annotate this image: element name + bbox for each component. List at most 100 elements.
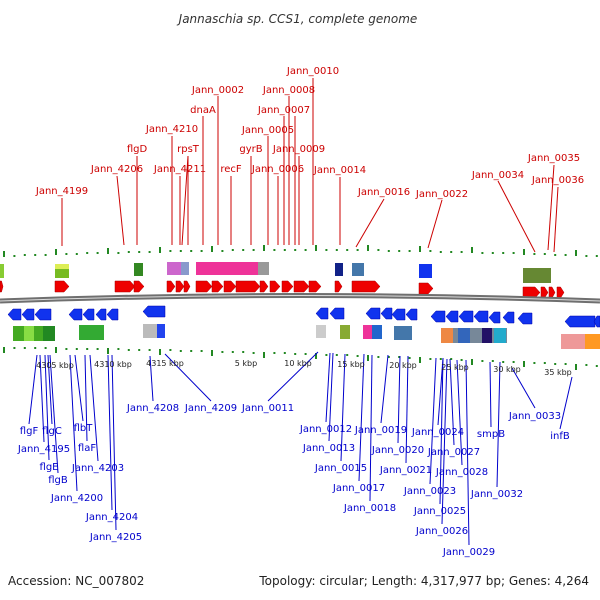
gene-label[interactable]: flgE xyxy=(40,462,59,473)
gene-label[interactable]: Jann_0024 xyxy=(411,427,464,438)
gene-label[interactable]: Jann_0008 xyxy=(262,85,315,96)
gene-label[interactable]: Jann_4204 xyxy=(85,512,138,523)
gene-label[interactable]: Jann_0007 xyxy=(257,105,310,116)
tick-mark xyxy=(252,352,255,354)
gene-label[interactable]: flgD xyxy=(127,144,148,155)
feature-box[interactable] xyxy=(196,262,258,275)
feature-box[interactable] xyxy=(0,264,4,278)
gene-arrow xyxy=(281,280,294,293)
gene-label[interactable]: rpsT xyxy=(177,144,200,155)
connector-line xyxy=(496,361,501,488)
gene-label[interactable]: recF xyxy=(220,164,242,175)
tick-mark xyxy=(23,347,26,349)
gene-arrow xyxy=(293,280,310,293)
gene-arrow xyxy=(556,286,565,299)
feature-box[interactable] xyxy=(43,326,55,341)
gene-label[interactable]: Jann_0036 xyxy=(531,175,584,186)
connector-line xyxy=(559,376,573,430)
tick-mark xyxy=(564,254,567,256)
feature-box[interactable] xyxy=(523,268,551,283)
gene-label[interactable]: Jann_0029 xyxy=(442,547,495,558)
gene-label[interactable]: Jann_4199 xyxy=(35,186,88,197)
feature-box[interactable] xyxy=(79,325,104,340)
gene-label[interactable]: Jann_0013 xyxy=(302,443,355,454)
gene-label[interactable]: Jann_0021 xyxy=(379,465,432,476)
gene-label[interactable]: Jann_4200 xyxy=(50,493,103,504)
feature-box[interactable] xyxy=(585,334,600,349)
feature-box[interactable] xyxy=(258,262,269,275)
gene-label[interactable]: infB xyxy=(550,431,570,442)
gene-label[interactable]: Jann_4211 xyxy=(153,164,206,175)
tick-mark xyxy=(65,348,68,350)
gene-arrow xyxy=(315,307,329,320)
tick-mark xyxy=(512,361,515,363)
gene-label[interactable]: Jann_0033 xyxy=(508,411,561,422)
gene-label[interactable]: Jann_0012 xyxy=(299,424,352,435)
gene-label[interactable]: Jann_0006 xyxy=(251,164,304,175)
feature-box[interactable] xyxy=(394,326,412,340)
gene-label[interactable]: flgF xyxy=(20,426,39,437)
feature-box[interactable] xyxy=(494,328,506,343)
tick-mark xyxy=(127,349,130,351)
gene-label[interactable]: Jann_4203 xyxy=(71,463,124,474)
gene-label[interactable]: flgC xyxy=(42,426,62,437)
feature-box[interactable] xyxy=(316,325,326,338)
gene-label[interactable]: Jann_0019 xyxy=(354,425,407,436)
tick-mark xyxy=(44,254,47,256)
feature-box[interactable] xyxy=(335,263,343,276)
gene-label[interactable]: Jann_4205 xyxy=(89,532,142,543)
gene-label[interactable]: gyrB xyxy=(239,144,262,155)
gene-label[interactable]: Jann_0015 xyxy=(314,463,367,474)
gene-label[interactable]: Jann_0018 xyxy=(343,503,396,514)
tick-mark xyxy=(408,357,411,359)
connector-line xyxy=(427,199,443,249)
gene-label[interactable]: dnaA xyxy=(190,105,216,116)
feature-box[interactable] xyxy=(419,264,432,278)
gene-label[interactable]: Jann_4206 xyxy=(90,164,143,175)
gene-label[interactable]: Jann_0002 xyxy=(191,85,244,96)
gene-label[interactable]: Jann_0022 xyxy=(415,189,468,200)
feature-box[interactable] xyxy=(181,262,189,275)
gene-label[interactable]: Jann_4195 xyxy=(17,444,70,455)
feature-box[interactable] xyxy=(134,263,143,276)
gene-label[interactable]: Jann_0005 xyxy=(241,125,294,136)
gene-label[interactable]: Jann_0032 xyxy=(470,489,523,500)
feature-box[interactable] xyxy=(372,325,382,339)
connector-line xyxy=(116,175,125,246)
gene-label[interactable]: Jann_0010 xyxy=(286,66,339,77)
feature-box[interactable] xyxy=(157,324,165,338)
gene-label[interactable]: flbT xyxy=(74,423,94,434)
feature-box[interactable] xyxy=(352,263,364,276)
gene-label[interactable]: Jann_0020 xyxy=(371,445,424,456)
gene-label[interactable]: Jann_0016 xyxy=(357,187,410,198)
gene-label[interactable]: Jann_0025 xyxy=(413,506,466,517)
gene-label[interactable]: Jann_0014 xyxy=(313,165,366,176)
gene-arrow xyxy=(142,305,166,318)
gene-arrow xyxy=(473,310,489,323)
tick-mark xyxy=(179,250,182,252)
feature-box[interactable] xyxy=(441,328,453,343)
gene-label[interactable]: Jann_0009 xyxy=(272,144,325,155)
gene-label[interactable]: Jann_0034 xyxy=(471,170,524,181)
tick-mark xyxy=(44,347,47,349)
feature-box[interactable] xyxy=(55,264,69,269)
gene-label[interactable]: Jann_0027 xyxy=(427,447,480,458)
gene-label[interactable]: smpB xyxy=(477,429,505,440)
feature-box[interactable] xyxy=(24,326,34,341)
tick-label: 35 kbp xyxy=(544,368,572,377)
feature-box[interactable] xyxy=(458,328,470,343)
gene-label[interactable]: Jann_0011 xyxy=(241,403,294,414)
tick-mark xyxy=(398,250,401,252)
gene-label[interactable]: Jann_0035 xyxy=(527,153,580,164)
gene-label[interactable]: Jann_0028 xyxy=(435,467,488,478)
gene-label[interactable]: Jann_0026 xyxy=(415,526,468,537)
feature-box[interactable] xyxy=(482,328,492,343)
gene-label[interactable]: Jann_4210 xyxy=(145,124,198,135)
gene-label[interactable]: Jann_0023 xyxy=(403,486,456,497)
gene-label[interactable]: Jann_4208 xyxy=(126,403,179,414)
gene-label[interactable]: Jann_4209 xyxy=(184,403,237,414)
feature-box[interactable] xyxy=(340,325,350,339)
gene-label[interactable]: flgB xyxy=(48,475,68,486)
gene-label[interactable]: flaF xyxy=(78,443,96,454)
gene-label[interactable]: Jann_0017 xyxy=(332,483,385,494)
